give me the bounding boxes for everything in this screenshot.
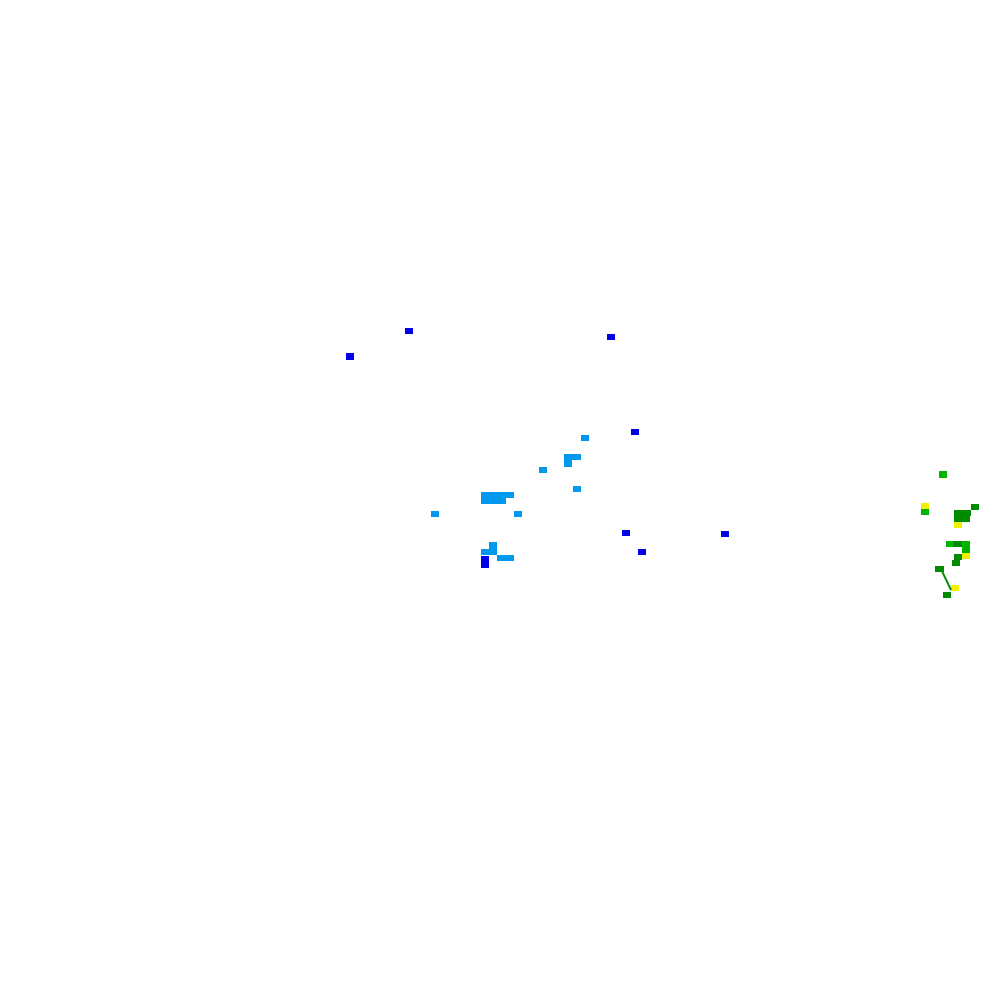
echo-cell-blue [405,328,413,334]
echo-cell-light-blue [514,511,522,517]
echo-cell-dark-green [952,560,960,566]
echo-cell-dark-green [954,510,971,516]
echo-cell-blue [721,531,729,537]
echo-cell-green [946,541,954,547]
echo-cell-green [962,541,970,547]
echo-cell-yellow [954,522,962,528]
echo-cell-green [939,471,947,478]
echo-cell-yellow [921,503,929,509]
echo-cell-light-blue [481,492,514,498]
echo-cell-green [962,547,970,553]
echo-cell-blue [638,549,646,555]
echo-cell-blue [622,530,630,536]
echo-cell-light-blue [431,511,439,517]
echo-cell-light-blue [573,486,581,492]
echo-cell-light-blue [489,542,497,549]
echo-cell-blue [607,334,615,340]
echo-cell-yellow [951,585,959,591]
echo-cell-light-blue [481,498,506,504]
echo-cell-blue [346,353,354,360]
echo-cell-yellow [962,553,970,559]
echo-cell-light-blue [564,460,572,467]
echo-cell-light-blue [564,454,581,460]
echo-cell-dark-green [971,504,979,510]
echo-cell-dark-green [954,516,970,522]
echo-cell-light-blue [497,555,514,561]
echo-cell-light-blue [581,435,589,441]
echo-cell-dark-green [954,541,962,547]
echo-cell-dark-green [943,592,951,598]
echo-cell-dark-green [954,554,962,560]
echo-cell-green [921,509,929,515]
echo-cell-blue [631,429,639,435]
echo-cell-light-blue [481,549,497,555]
echo-cell-blue [481,556,489,568]
echo-cell-light-blue [539,467,547,473]
echo-cell-dark-green [935,566,944,572]
